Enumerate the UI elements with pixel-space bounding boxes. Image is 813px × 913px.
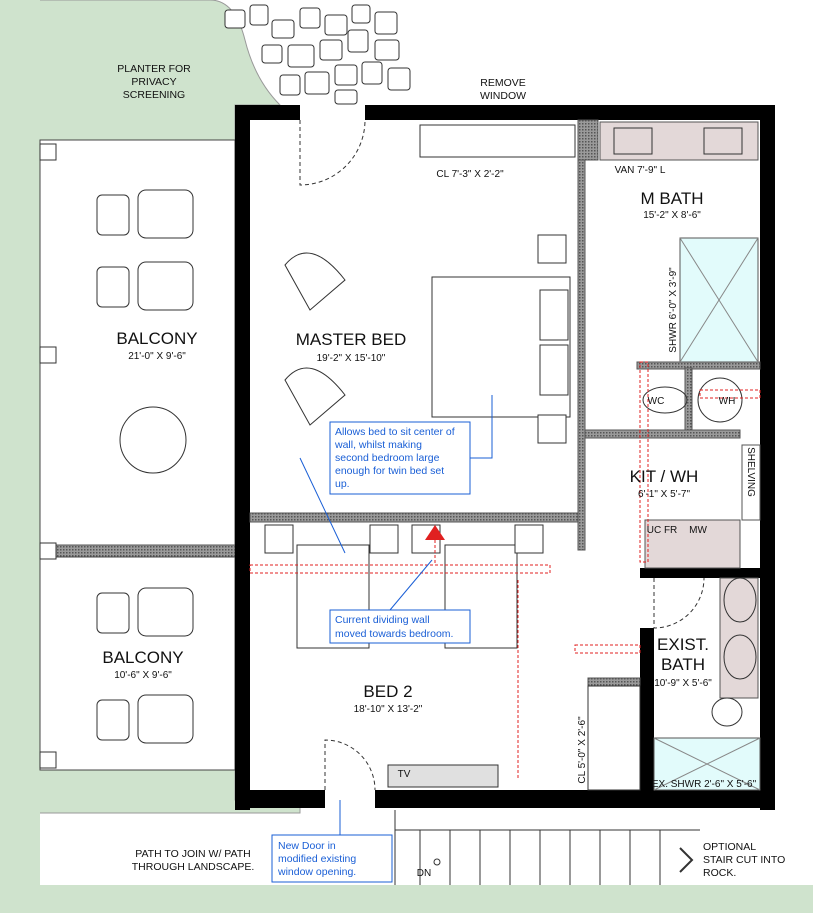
callout-line: Allows bed to sit center of: [335, 426, 455, 438]
exterior-walls: [235, 105, 775, 810]
callout-line: window opening.: [277, 866, 356, 878]
shelving-label: SHELVING: [745, 447, 756, 497]
tv-label: TV: [398, 769, 411, 780]
room-name-master-bed: MASTER BED: [296, 330, 407, 349]
wh-label: WH: [719, 396, 736, 407]
room-name-bed2: BED 2: [363, 682, 412, 701]
stone-path: [224, 4, 411, 105]
callout-line: New Door in: [278, 840, 336, 852]
stair-note-3: ROCK.: [703, 867, 736, 879]
closet-bed2-label: CL 5'-0" X 2'-6": [577, 716, 588, 784]
room-name-exist-bath-2: BATH: [661, 655, 705, 674]
callout-line: enough for twin bed set: [335, 465, 444, 477]
shower-master-label: SHWR 6'-0" X 3'-9": [668, 267, 679, 353]
room-dims-bed2: 18'-10" X 13'-2": [354, 704, 423, 715]
callout-line: second bedroom large: [335, 452, 440, 464]
mw-label: MW: [689, 525, 707, 536]
closet-master-label: CL 7'-3" X 2'-2": [436, 169, 504, 180]
ex-shower-label: EX. SHWR 2'-6" X 5'-6": [652, 779, 757, 790]
callout-new-door: New Door in modified existing window ope…: [271, 800, 393, 883]
room-dims-balcony-upper: 21'-0" X 9'-6": [128, 351, 186, 362]
balcony-upper: [39, 139, 236, 771]
callout-wall-moved: Current dividing wall moved towards bedr…: [329, 559, 471, 644]
balcony-furniture: [96, 189, 194, 744]
room-dims-balcony-lower: 10'-6" X 9'-6": [114, 670, 172, 681]
remove-window-2: WINDOW: [480, 90, 526, 102]
path-note-1: PATH TO JOIN W/ PATH: [135, 848, 251, 860]
wall-move-arrow: [425, 525, 445, 540]
callout-line: wall, whilst making: [334, 439, 422, 451]
room-name-balcony-lower: BALCONY: [102, 648, 183, 667]
callout-line: up.: [335, 478, 350, 490]
room-name-kit-wh: KIT / WH: [630, 467, 699, 486]
proposed-redlines: [249, 361, 761, 780]
room-dims-m-bath: 15'-2" X 8'-6": [643, 210, 701, 221]
callout-line: moved towards bedroom.: [335, 628, 453, 640]
room-name-balcony-upper: BALCONY: [116, 329, 197, 348]
dn-label: DN: [417, 868, 431, 879]
room-dims-exist-bath: 10'-9" X 5'-6": [654, 678, 712, 689]
planter-note-2: PRIVACY: [131, 76, 176, 88]
room-dims-master-bed: 19'-2" X 15'-10": [317, 353, 386, 364]
planter-note-3: SCREENING: [123, 89, 185, 101]
planter-note-1: PLANTER FOR: [117, 63, 191, 75]
room-name-exist-bath-1: EXIST.: [657, 635, 709, 654]
stair-note-2: STAIR CUT INTO: [703, 854, 785, 866]
callout-bed-center: Allows bed to sit center of wall, whilst…: [299, 395, 493, 554]
posts: [39, 143, 57, 769]
stairs: [394, 810, 700, 885]
stair-note-1: OPTIONAL: [703, 841, 756, 853]
remove-window-1: REMOVE: [480, 77, 526, 89]
room-dims-kit-wh: 6'-1" X 5'-7": [638, 489, 691, 500]
wc-label: WC: [648, 396, 665, 407]
vanity-label: VAN 7'-9" L: [615, 165, 666, 176]
master-bed-furniture: [284, 124, 576, 444]
callout-line: Current dividing wall: [335, 614, 430, 626]
uc-fr-label: UC FR: [647, 525, 678, 536]
callout-line: modified existing: [278, 853, 356, 865]
interior-walls: [249, 119, 761, 687]
room-name-m-bath: M BATH: [641, 189, 704, 208]
path-note-2: THROUGH LANDSCAPE.: [132, 861, 255, 873]
